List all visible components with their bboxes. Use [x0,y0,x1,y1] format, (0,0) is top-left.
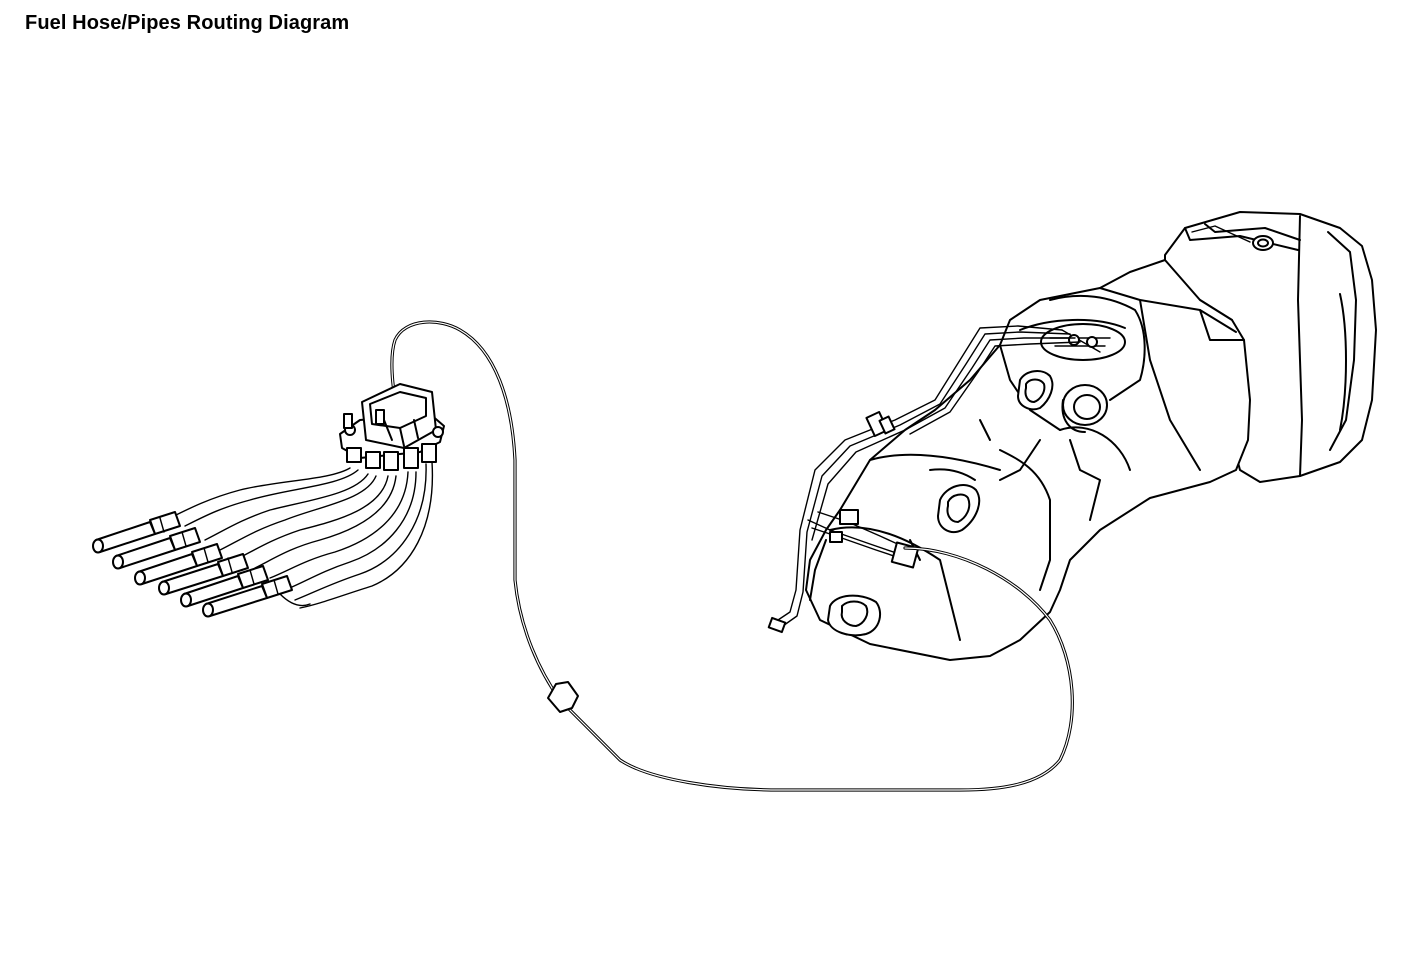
fuel-supply-hose [390,320,1074,792]
injector-connector-3 [134,543,223,586]
injector-connector-1 [92,511,181,554]
injector-connector-4 [158,553,249,596]
diagram-title: Fuel Hose/Pipes Routing Diagram [25,12,350,34]
fuel-rail-connector [339,383,445,471]
injector-connector-5 [180,565,269,608]
injector-connector-2 [112,527,201,570]
injector-connector-6 [202,575,293,618]
injector-connector-harness [92,461,434,618]
in-line-fitting [547,681,579,713]
